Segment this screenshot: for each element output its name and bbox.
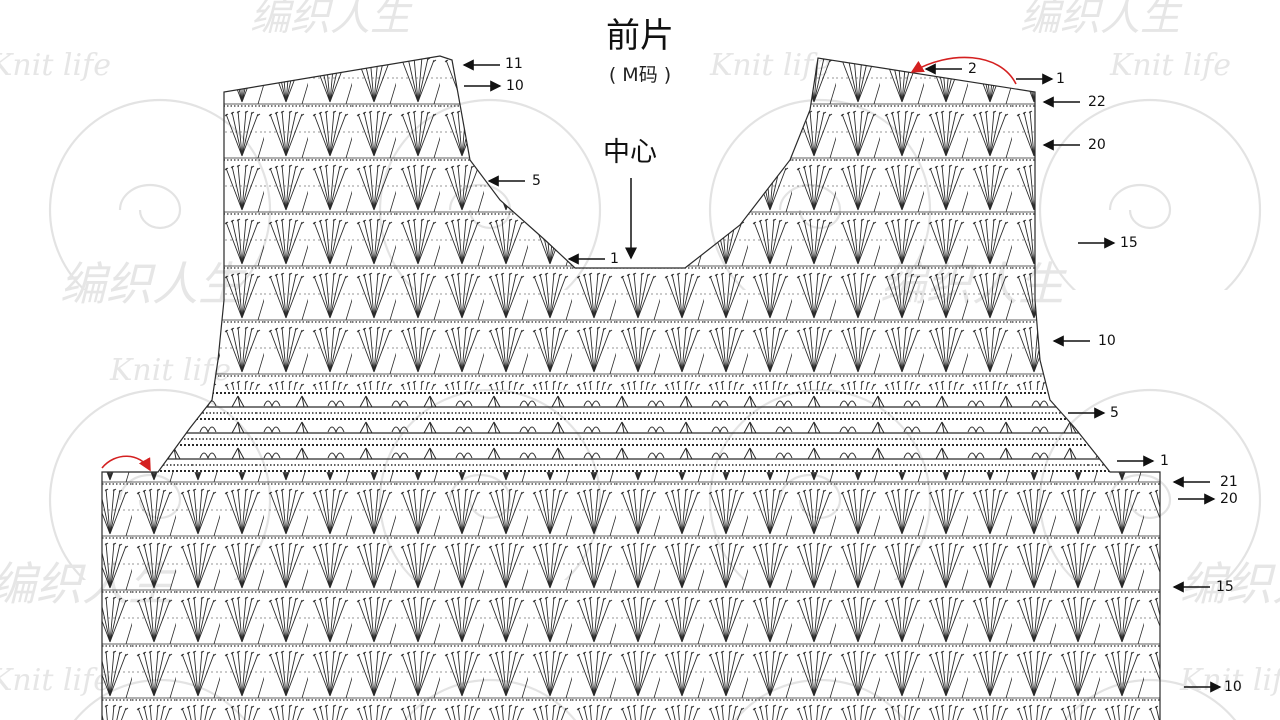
watermark-cn-2: 编织人生 [250,0,413,40]
chart-title: 前片 [606,16,674,56]
watermark-cn-1: 编织人生 [60,257,247,311]
row-label: 10 [506,78,524,94]
size-label: ( M码 ) [608,64,672,86]
row-label: 15 [1216,579,1234,595]
watermark-en-5: Knit life [0,663,111,698]
row-label: 10 [1098,333,1116,349]
row-label: 1 [1160,453,1169,469]
watermark-en-1: Knit life [109,353,231,388]
row-label: 15 [1120,235,1138,251]
watermark-en-6: Knit life [1179,663,1280,698]
watermark-en-3: Knit life [1109,48,1231,83]
row-label: 22 [1088,94,1106,110]
row-label: 21 [1220,474,1238,490]
row-label: 5 [532,173,541,189]
watermark-en-2: Knit life [709,48,831,83]
row-label: 2 [968,61,977,77]
row-label: 20 [1220,491,1238,507]
body-fan-rows [102,472,1160,720]
row-arrows [462,59,1222,693]
row-label: 11 [505,56,523,72]
row-label: 10 [1224,679,1242,695]
stitch-body [102,56,1160,720]
chart-outline [101,55,1161,720]
center-label: 中心 [603,137,657,168]
watermark-cn-5: 编织人生 [1180,557,1280,611]
watermark-en-4: Knit life [0,48,111,83]
armhole-chain-rows [102,388,1160,472]
row-label: 20 [1088,137,1106,153]
row-label: 1 [610,251,619,267]
row-label: 1 [1056,71,1065,87]
row-label: 5 [1110,405,1119,421]
watermark-cn-3: 编织人生 [1020,0,1183,40]
red-turn-arrow-left [101,455,151,472]
